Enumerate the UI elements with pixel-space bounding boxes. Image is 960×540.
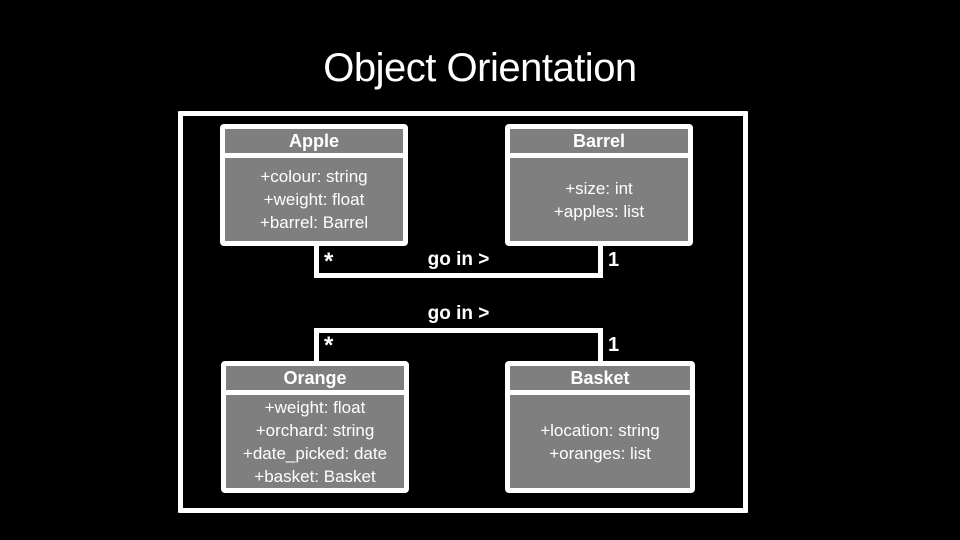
- class-attribute: +weight: float: [263, 190, 365, 209]
- class-box-barrel: Barrel +size: int +apples: list: [505, 124, 693, 246]
- class-box-basket: Basket +location: string +oranges: list: [505, 361, 695, 493]
- class-attribute: +colour: string: [260, 167, 368, 186]
- class-name: Barrel: [510, 129, 688, 153]
- class-attribute: +oranges: list: [549, 443, 651, 463]
- connector-orange-basket-left: [314, 328, 319, 362]
- multiplicity-star: *: [324, 248, 334, 275]
- class-name: Apple: [225, 129, 403, 153]
- class-attributes: +weight: float +orchard: string +date_pi…: [226, 395, 404, 488]
- class-attribute: +apples: list: [553, 201, 645, 221]
- connector-apple-barrel-horizontal: [314, 273, 603, 278]
- multiplicity-star: *: [324, 332, 334, 359]
- relationship-label: go in >: [427, 249, 490, 270]
- class-attribute: +orchard: string: [255, 420, 375, 440]
- relationship-label: go in >: [427, 303, 490, 324]
- class-attributes: +colour: string +weight: float +barrel: …: [225, 158, 403, 241]
- multiplicity-one: 1: [608, 334, 620, 356]
- connector-apple-barrel-right: [598, 246, 603, 278]
- diagram-border-frame: [178, 111, 748, 513]
- connector-orange-basket-horizontal: [314, 328, 603, 333]
- multiplicity-one: 1: [608, 249, 620, 271]
- class-name: Orange: [226, 366, 404, 390]
- class-attribute: +size: int: [565, 178, 633, 198]
- class-attributes: +location: string +oranges: list: [510, 395, 690, 488]
- class-attribute: +location: string: [540, 420, 660, 440]
- class-attributes: +size: int +apples: list: [510, 158, 688, 241]
- connector-orange-basket-right: [598, 328, 603, 362]
- class-name: Basket: [510, 366, 690, 390]
- class-attribute: +basket: Basket: [254, 466, 376, 486]
- class-attribute: +weight: float: [264, 397, 366, 417]
- class-box-orange: Orange +weight: float +orchard: string +…: [221, 361, 409, 493]
- class-box-apple: Apple +colour: string +weight: float +ba…: [220, 124, 408, 246]
- class-attribute: +date_picked: date: [242, 443, 388, 463]
- connector-apple-barrel-left: [314, 246, 319, 278]
- slide-title: Object Orientation: [323, 46, 637, 90]
- class-attribute: +barrel: Barrel: [259, 213, 369, 232]
